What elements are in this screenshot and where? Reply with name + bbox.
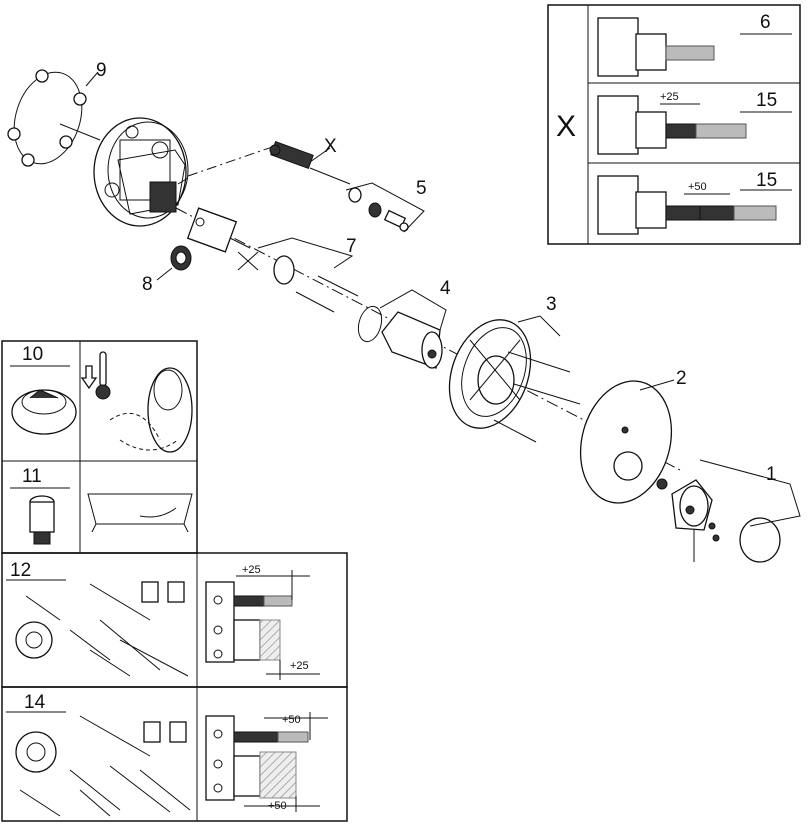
part-8-nut xyxy=(170,245,192,271)
part-2-escutcheon xyxy=(579,379,675,504)
thermometer-icon xyxy=(99,351,107,387)
callout-1: 1 xyxy=(766,464,777,485)
panel-number-11: 11 xyxy=(22,466,42,487)
variant-row-6: 6 xyxy=(597,12,792,77)
panel-11: 11 xyxy=(10,466,193,545)
part-o-ring xyxy=(357,305,383,343)
variant-number-13: 15 xyxy=(756,90,777,111)
variant-number-15: 15 xyxy=(756,170,777,191)
panel-10: 10 xyxy=(10,344,193,453)
panel-number-12: 12 xyxy=(10,560,31,581)
panel-12: 12 +25 +25 xyxy=(1,552,348,688)
panel-14-top-extension: +50 xyxy=(282,714,301,726)
callout-5: 5 xyxy=(416,178,427,199)
down-arrow-icon xyxy=(80,365,98,390)
callout-9: 9 xyxy=(96,60,107,81)
callout-7: 7 xyxy=(346,236,357,257)
part-3-mounting-plate xyxy=(448,315,581,443)
variant-number-6: 6 xyxy=(760,12,771,33)
callout-3: 3 xyxy=(546,294,557,315)
callout-2: 2 xyxy=(676,368,687,389)
part-9-mounting-ring xyxy=(7,69,101,167)
callout-4: 4 xyxy=(440,278,451,299)
part-7-screws xyxy=(237,237,359,313)
panel-12-top-extension: +25 xyxy=(242,564,261,576)
panel-number-14: 14 xyxy=(24,692,46,713)
panel-12-bottom-extension: +25 xyxy=(290,660,309,672)
variant-extension-15: +50 xyxy=(688,181,707,193)
variants-box: X 6 +25 15 +50 xyxy=(547,4,801,245)
variant-extension-13: +25 xyxy=(660,91,679,103)
panel-number-10: 10 xyxy=(22,344,43,365)
variants-marker: X xyxy=(556,110,576,143)
callout-x: X xyxy=(324,136,337,157)
part-cartridge xyxy=(186,207,251,253)
variant-row-13: +25 15 xyxy=(597,90,792,155)
part-5-small-parts xyxy=(345,182,425,233)
part-4-sleeve xyxy=(379,289,447,369)
panel-14-bottom-extension: +50 xyxy=(268,800,287,812)
part-1-handle xyxy=(656,459,801,563)
part-valve-body xyxy=(93,117,189,227)
callout-8: 8 xyxy=(142,274,153,295)
variant-row-15: +50 15 xyxy=(597,170,792,235)
part-x-cartridge xyxy=(269,140,351,185)
panel-14: 14 +50 +50 xyxy=(1,686,348,822)
accessory-panels: 10 11 xyxy=(1,340,348,822)
